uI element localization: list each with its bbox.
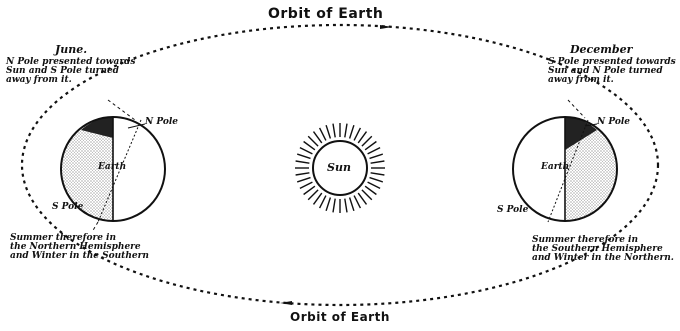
sun-ray — [304, 142, 315, 150]
sun-ray — [358, 132, 366, 143]
june-earth-label: Earth — [98, 163, 126, 172]
sun-ray — [350, 198, 354, 211]
december-desc-pointer — [568, 100, 585, 118]
sun-ray — [296, 161, 310, 163]
sun-ray — [345, 199, 347, 213]
sun-ray — [371, 173, 385, 175]
june-season-pointer — [92, 222, 98, 232]
sun-ray — [308, 190, 318, 200]
sun-ray — [358, 193, 366, 204]
december-desc-line-3: away from it. — [548, 76, 676, 85]
sun-ray — [370, 154, 383, 158]
december-n-pole-label: N Pole — [597, 118, 630, 127]
sun-ray — [370, 178, 383, 182]
orbit-arrow-top — [380, 25, 392, 29]
december-season-text: Summer therefore in the Southern Hemisph… — [532, 236, 674, 264]
june-month-label: June. — [55, 44, 87, 55]
sun-ray — [308, 136, 318, 146]
sun-ray — [362, 190, 372, 200]
december-month-label: December — [570, 44, 632, 55]
sun-ray — [320, 196, 326, 209]
sun-ray — [296, 173, 310, 175]
sun-label: Sun — [327, 162, 351, 173]
sun-ray — [333, 199, 335, 213]
june-description: N Pole presented towards Sun and S Pole … — [6, 58, 135, 86]
june-season-text: Summer therefore in the Northern Hemisph… — [10, 234, 149, 262]
december-season-line-3: and Winter in the Northern. — [532, 254, 674, 263]
december-description: S Pole presented towards Sun and N Pole … — [548, 58, 676, 86]
sun-ray — [314, 193, 322, 204]
orbit-title-bottom: Orbit of Earth — [290, 310, 390, 324]
sun-ray — [333, 124, 335, 138]
sun-ray — [354, 196, 360, 209]
sun-ray — [345, 124, 347, 138]
sun-ray — [326, 125, 330, 138]
sun-ray — [314, 132, 322, 143]
june-s-pole-label: S Pole — [52, 203, 83, 212]
sun-ray — [365, 186, 376, 194]
sun-ray — [350, 125, 354, 138]
orbit-title-top: Orbit of Earth — [268, 6, 383, 22]
sun-ray — [300, 182, 313, 188]
june-season-line-3: and Winter in the Southern — [10, 252, 149, 261]
june-desc-line-3: away from it. — [6, 76, 135, 85]
sun-ray — [368, 148, 381, 154]
sun-ray — [371, 161, 385, 163]
sun-ray — [320, 128, 326, 140]
sun-ray — [297, 178, 310, 182]
sun-ray — [365, 142, 376, 150]
june-n-pole-label: N Pole — [145, 118, 178, 127]
sun-ray — [362, 136, 372, 146]
sun-ray — [354, 128, 360, 140]
december-s-pole-label: S Pole — [497, 206, 528, 215]
sun-ray — [300, 148, 313, 154]
orbit-arrow-bottom — [280, 301, 292, 305]
sun-ray — [326, 198, 330, 211]
sun-ray — [297, 154, 310, 158]
sun-ray — [304, 186, 315, 194]
sun-ray — [368, 182, 381, 188]
december-earth-label: Earth — [541, 163, 569, 172]
